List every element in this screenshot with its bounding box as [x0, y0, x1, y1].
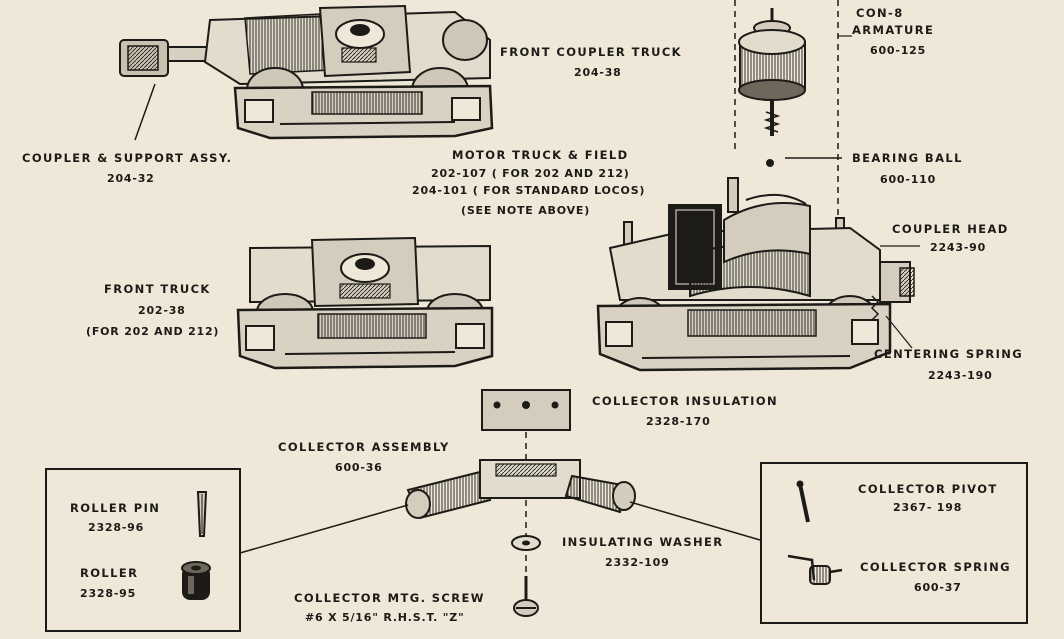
con8-label: CON-8: [856, 6, 904, 20]
pivot-parts-box: [760, 462, 1028, 624]
collector-insulation-number: 2328-170: [646, 415, 711, 428]
roller-drawing: [181, 561, 211, 600]
leader-pivot-box: [629, 501, 761, 541]
roller-parts-box: [45, 468, 241, 632]
front-truck-note: (FOR 202 AND 212): [86, 325, 220, 338]
insulating-washer-drawing: [511, 535, 541, 551]
front-truck-drawing: [236, 236, 494, 370]
collector-assembly-number: 600-36: [335, 461, 383, 474]
motor-truck-line1: 202-107 ( FOR 202 AND 212): [431, 167, 630, 180]
leader-coupler-support: [134, 83, 156, 141]
collector-screw-drawing: [513, 576, 539, 617]
coupler-head-label: COUPLER HEAD: [892, 222, 1009, 236]
insulating-washer-number: 2332-109: [605, 556, 670, 569]
motor-truck-note: (SEE NOTE ABOVE): [461, 204, 591, 217]
coupler-support-number: 204-32: [107, 172, 155, 185]
collector-insulation-label: COLLECTOR INSULATION: [592, 394, 779, 408]
armature-number: 600-125: [870, 44, 927, 57]
roller-label: ROLLER: [80, 566, 139, 580]
collector-insulation-drawing: [481, 389, 571, 431]
motor-truck-label: MOTOR TRUCK & FIELD: [452, 148, 629, 162]
armature-drawing: [734, 0, 839, 222]
centering-spring-number: 2243-190: [928, 369, 993, 382]
motor-truck-drawing: [596, 177, 915, 372]
collector-screw-label: COLLECTOR MTG. SCREW: [294, 591, 485, 605]
collector-pivot-label: COLLECTOR PIVOT: [858, 482, 998, 496]
insulating-washer-label: INSULATING WASHER: [562, 535, 724, 549]
front-coupler-truck-drawing: [119, 4, 494, 140]
front-truck-number: 202-38: [138, 304, 186, 317]
bearing-ball-number: 600-110: [880, 173, 937, 186]
collector-screw-spec: #6 X 5/16" R.H.S.T. "Z": [305, 611, 465, 624]
collector-assembly-label: COLLECTOR ASSEMBLY: [278, 440, 450, 454]
front-coupler-truck-number: 204-38: [574, 66, 622, 79]
armature-label: ARMATURE: [852, 23, 935, 37]
leader-centering-spring: [885, 315, 913, 349]
collector-spring-label: COLLECTOR SPRING: [860, 560, 1011, 574]
coupler-support-label: COUPLER & SUPPORT ASSY.: [22, 151, 233, 165]
bearing-ball-drawing: [766, 159, 774, 167]
roller-pin-number: 2328-96: [88, 521, 145, 534]
centering-spring-label: CENTERING SPRING: [874, 347, 1024, 361]
motor-truck-line2: 204-101 ( FOR STANDARD LOCOS): [412, 184, 646, 197]
front-coupler-truck-label: FRONT COUPLER TRUCK: [500, 45, 682, 59]
collector-spring-number: 600-37: [914, 581, 962, 594]
collector-pivot-number: 2367- 198: [893, 501, 963, 514]
front-truck-label: FRONT TRUCK: [104, 282, 211, 296]
roller-number: 2328-95: [80, 587, 137, 600]
collector-assembly-drawing: [405, 459, 636, 520]
roller-pin-drawing: [196, 491, 208, 537]
bearing-ball-label: BEARING BALL: [852, 151, 963, 165]
collector-pivot-drawing: [796, 480, 810, 523]
roller-pin-label: ROLLER PIN: [70, 501, 161, 515]
coupler-head-number: 2243-90: [930, 241, 987, 254]
leader-roller-box: [239, 504, 409, 554]
collector-spring-drawing: [787, 554, 843, 585]
